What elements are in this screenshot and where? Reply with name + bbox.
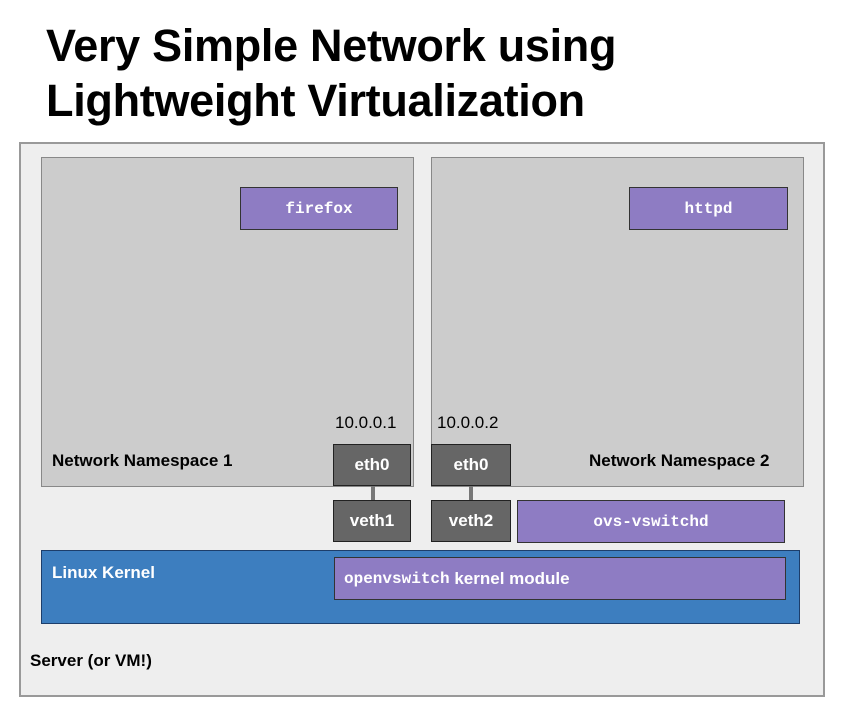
namespace-2-ip-address: 10.0.0.2 (437, 413, 499, 432)
namespace-2-eth0-interface: eth0 (431, 444, 511, 486)
veth2-interface: veth2 (431, 500, 511, 542)
namespace-1-label: Network Namespace 1 (52, 451, 233, 470)
namespace-2-label: Network Namespace 2 (589, 451, 770, 470)
title-line-2: Lightweight Virtualization (46, 75, 585, 126)
firefox-process-box: firefox (240, 187, 398, 230)
diagram-title: Very Simple Network using Lightweight Vi… (46, 18, 616, 128)
eth0-veth2-link (469, 484, 473, 502)
veth1-interface: veth1 (333, 500, 411, 542)
namespace-1-ip-address: 10.0.0.1 (335, 413, 397, 432)
server-label: Server (or VM!) (30, 651, 152, 670)
kernel-module-suffix: kernel module (449, 568, 570, 588)
eth0-veth1-link (371, 484, 375, 502)
namespace-1-eth0-interface: eth0 (333, 444, 411, 486)
linux-kernel-label: Linux Kernel (52, 563, 155, 582)
openvswitch-kernel-module-box: openvswitch kernel module (334, 557, 786, 600)
ovs-vswitchd-process-box: ovs-vswitchd (517, 500, 785, 543)
title-line-1: Very Simple Network using (46, 20, 617, 71)
httpd-process-box: httpd (629, 187, 788, 230)
kernel-module-name: openvswitch (344, 569, 450, 588)
